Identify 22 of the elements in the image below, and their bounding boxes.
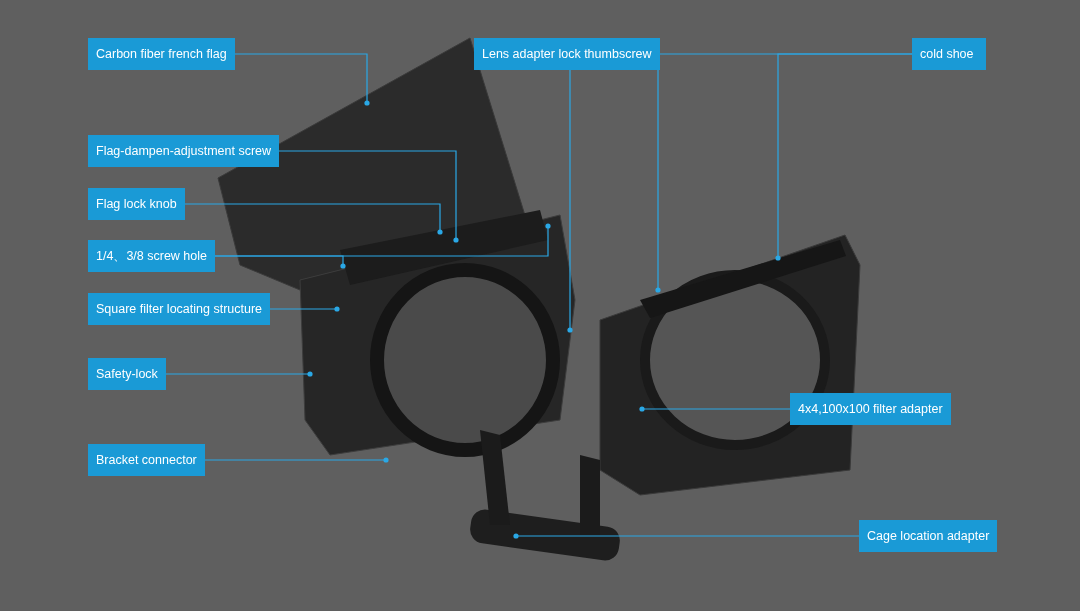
leader-line bbox=[775, 53, 913, 261]
leader-line bbox=[269, 306, 340, 312]
leader-line bbox=[278, 150, 459, 243]
callout-label: Flag lock knob bbox=[88, 188, 185, 220]
leader-line bbox=[184, 203, 443, 235]
callout-label: 4x4,100x100 filter adapter bbox=[790, 393, 951, 425]
callout-label: Cage location adapter bbox=[859, 520, 998, 552]
callout-label: Safety-lock bbox=[88, 358, 166, 390]
callout-label: Bracket connector bbox=[88, 444, 205, 476]
callout-label: Flag-dampen-adjustment screw bbox=[88, 135, 280, 167]
leader-line bbox=[639, 406, 791, 412]
callout-label: Carbon fiber french flag bbox=[88, 38, 235, 70]
leader-line bbox=[567, 69, 573, 333]
callout-label: Square filter locating structure bbox=[88, 293, 271, 325]
leader-line bbox=[214, 255, 346, 269]
leader-line bbox=[165, 371, 313, 377]
leader-line bbox=[513, 533, 860, 539]
callout-label: 1/4、3/8 screw hole bbox=[88, 240, 215, 272]
leader-line bbox=[204, 457, 389, 463]
callout-label: cold shoe bbox=[912, 38, 986, 70]
leader-line bbox=[234, 53, 370, 106]
callout-label: Lens adapter lock thumbscrew bbox=[474, 38, 660, 70]
